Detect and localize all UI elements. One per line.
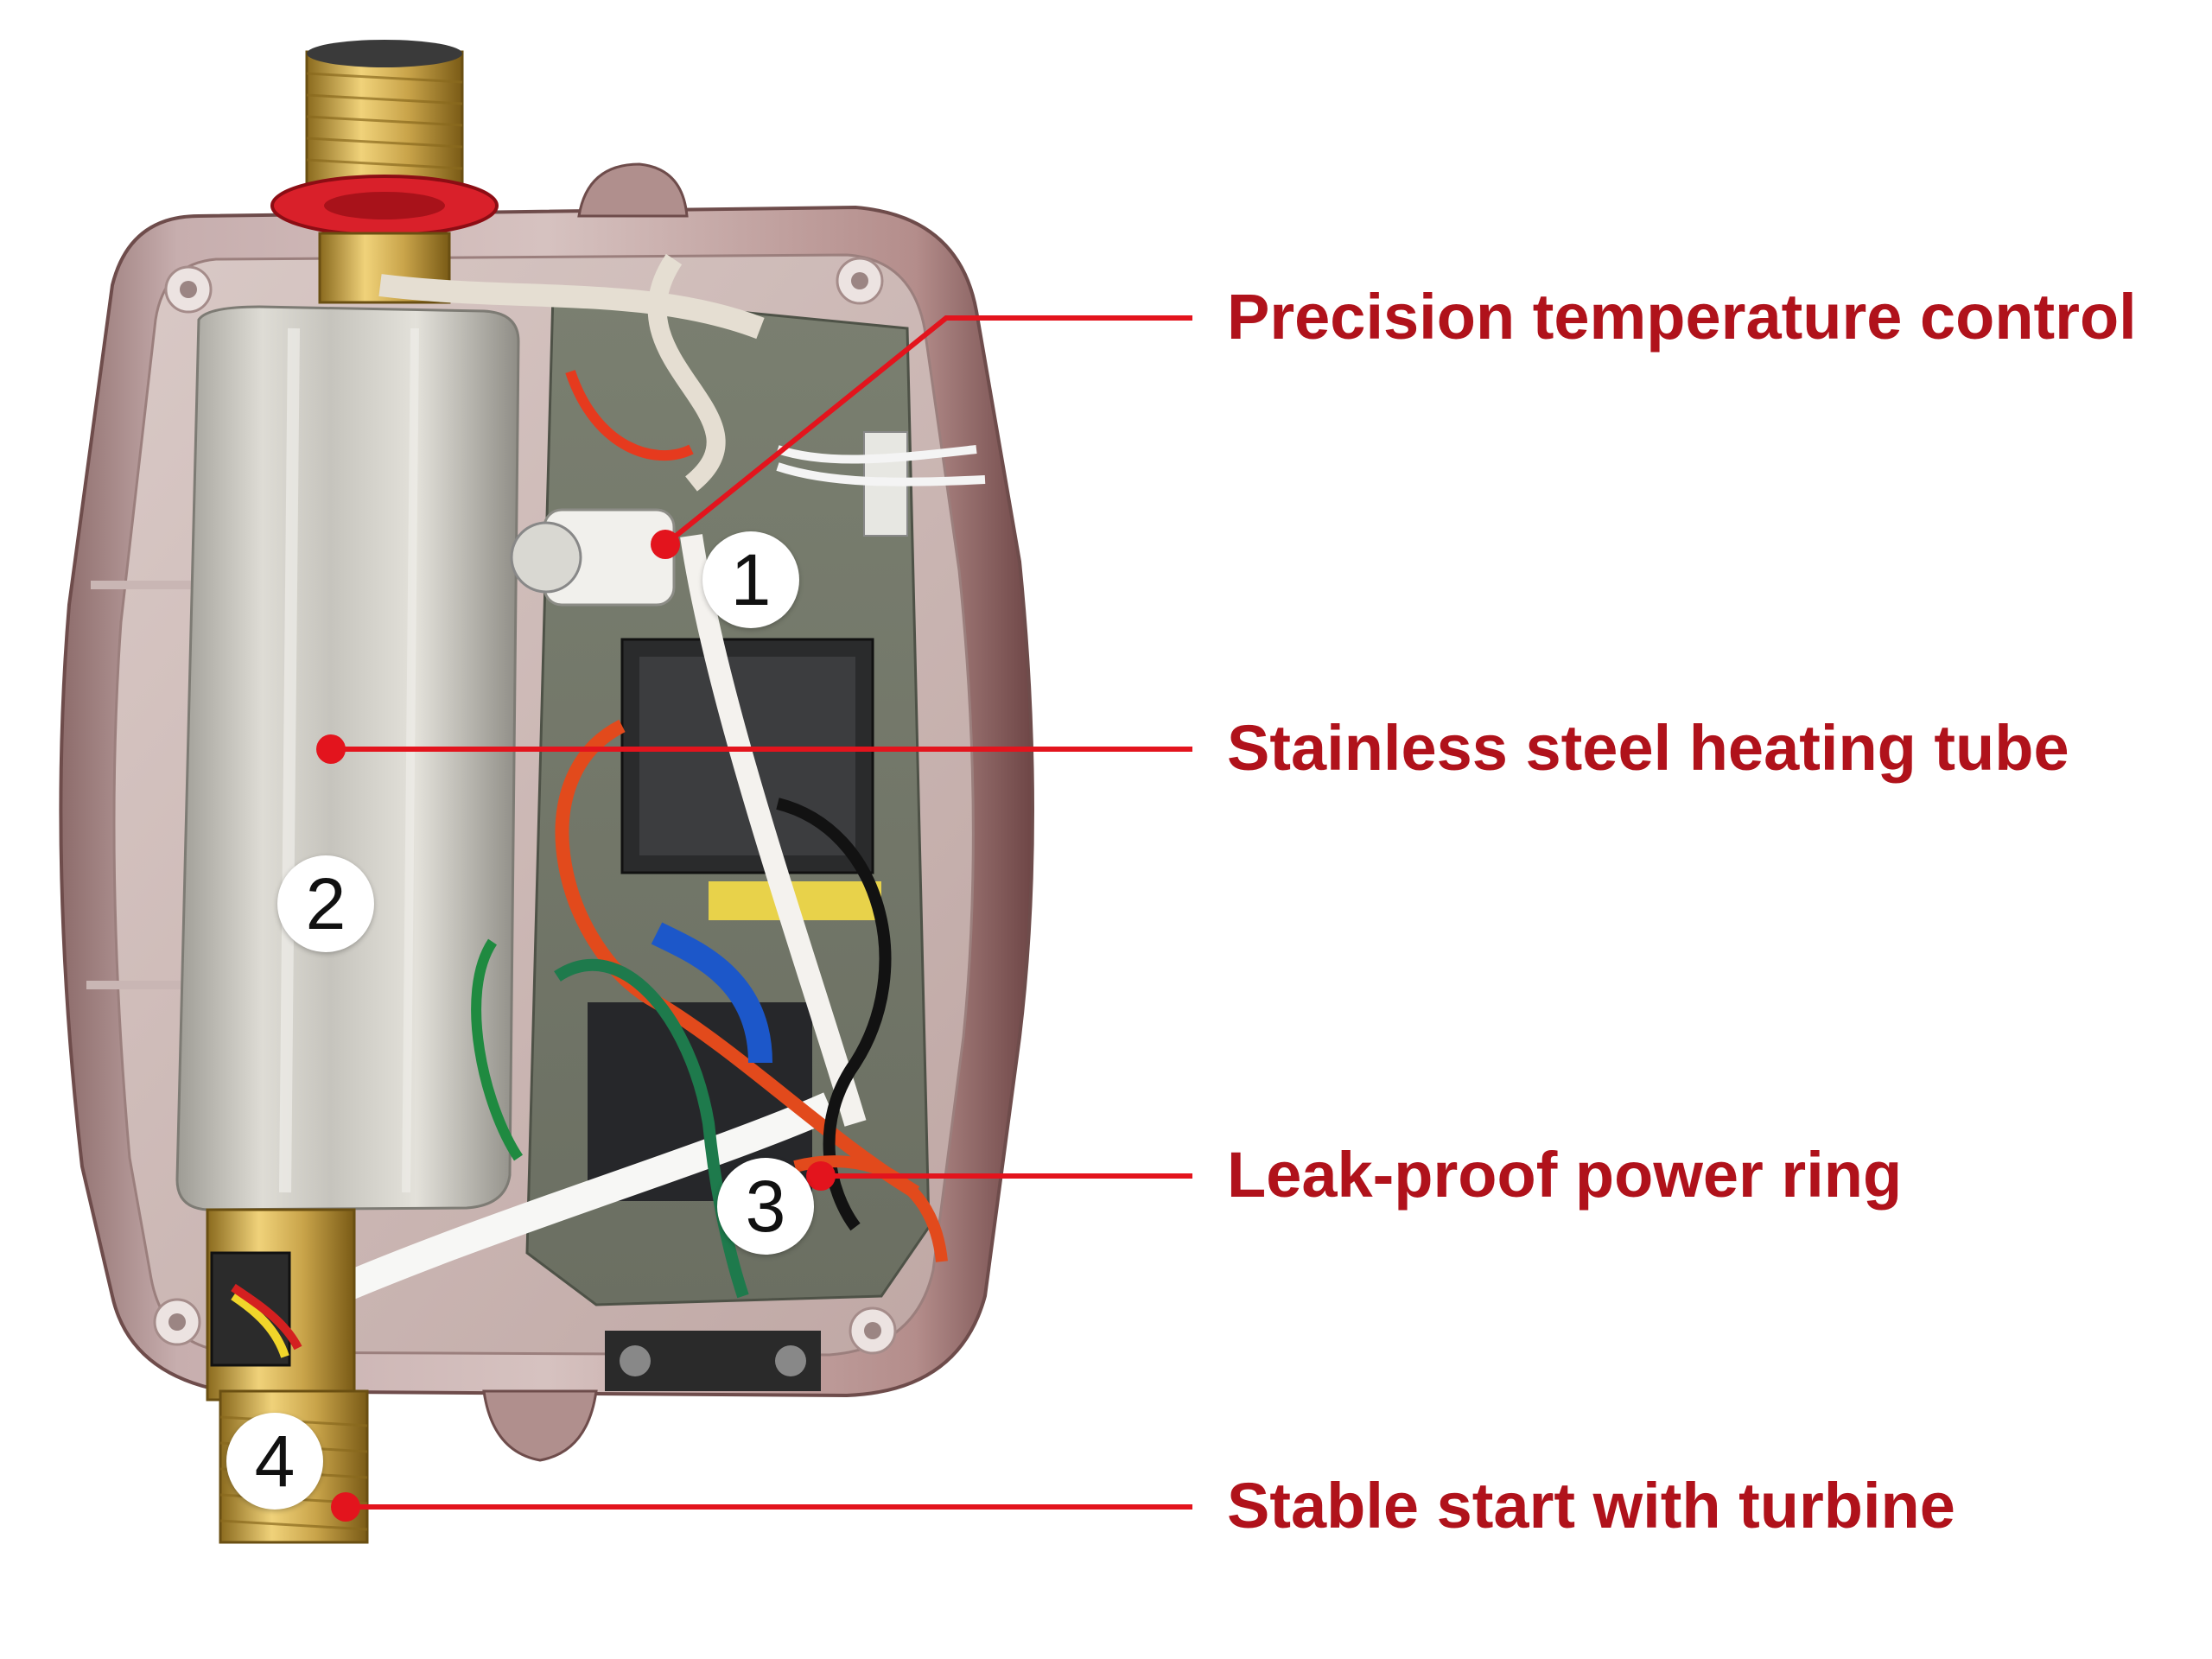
- callout-label-3: Leak-proof power ring: [1227, 1139, 1903, 1211]
- callout-leaders: [331, 315, 1192, 1510]
- leader-dot-2: [316, 734, 346, 764]
- callout-dots: [316, 530, 836, 1522]
- leader-dot-4: [331, 1492, 360, 1522]
- leader-dot-1: [651, 530, 680, 559]
- callout-label-4: Stable start with turbine: [1227, 1470, 1955, 1541]
- callout-label-1: Precision temperature control: [1227, 281, 2137, 353]
- callout-badge-1: 1: [702, 531, 799, 628]
- heating-tube: [175, 305, 520, 1211]
- leader-dot-3: [806, 1161, 836, 1191]
- leader-line-1: [664, 315, 1192, 547]
- callout-badge-2: 2: [277, 855, 374, 952]
- callout-badge-4: 4: [226, 1413, 323, 1510]
- callout-label-2: Stainless steel heating tube: [1227, 712, 2069, 784]
- callout-badge-3: 3: [717, 1158, 814, 1255]
